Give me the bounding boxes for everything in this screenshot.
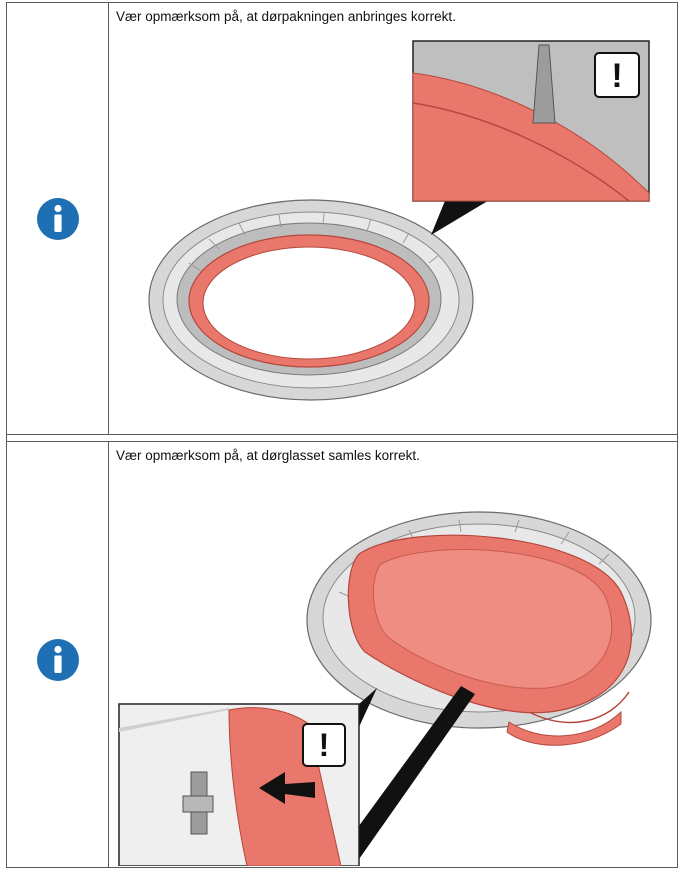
callout-pointer bbox=[337, 686, 475, 862]
instruction-row-glass: Vær opmærksom på, at dørglasset samles k… bbox=[7, 441, 677, 867]
detail-callout: ! bbox=[412, 40, 650, 202]
callout-pointer bbox=[431, 191, 491, 235]
info-icon bbox=[37, 639, 79, 681]
instruction-text: Vær opmærksom på, at dørglasset samles k… bbox=[116, 448, 420, 463]
warning-symbol: ! bbox=[319, 727, 330, 763]
door-glass bbox=[347, 534, 632, 746]
door-gasket-illustration: ! bbox=[148, 40, 650, 401]
arrow-left-icon bbox=[259, 772, 315, 804]
icon-cell bbox=[7, 3, 109, 434]
content-cell: Vær opmærksom på, at dørpakningen anbrin… bbox=[109, 3, 677, 434]
content-cell: Vær opmærksom på, at dørglasset samles k… bbox=[109, 442, 677, 867]
detail-callout: ! bbox=[118, 703, 360, 866]
info-icon bbox=[37, 198, 79, 240]
instruction-table: Vær opmærksom på, at dørpakningen anbrin… bbox=[6, 2, 678, 868]
icon-cell bbox=[7, 442, 109, 867]
instruction-row-gasket: Vær opmærksom på, at dørpakningen anbrin… bbox=[7, 3, 677, 435]
instruction-text: Vær opmærksom på, at dørpakningen anbrin… bbox=[116, 9, 456, 24]
warning-symbol: ! bbox=[611, 57, 622, 95]
door-gasket bbox=[188, 234, 430, 368]
door-glass-illustration: ! bbox=[118, 511, 652, 866]
